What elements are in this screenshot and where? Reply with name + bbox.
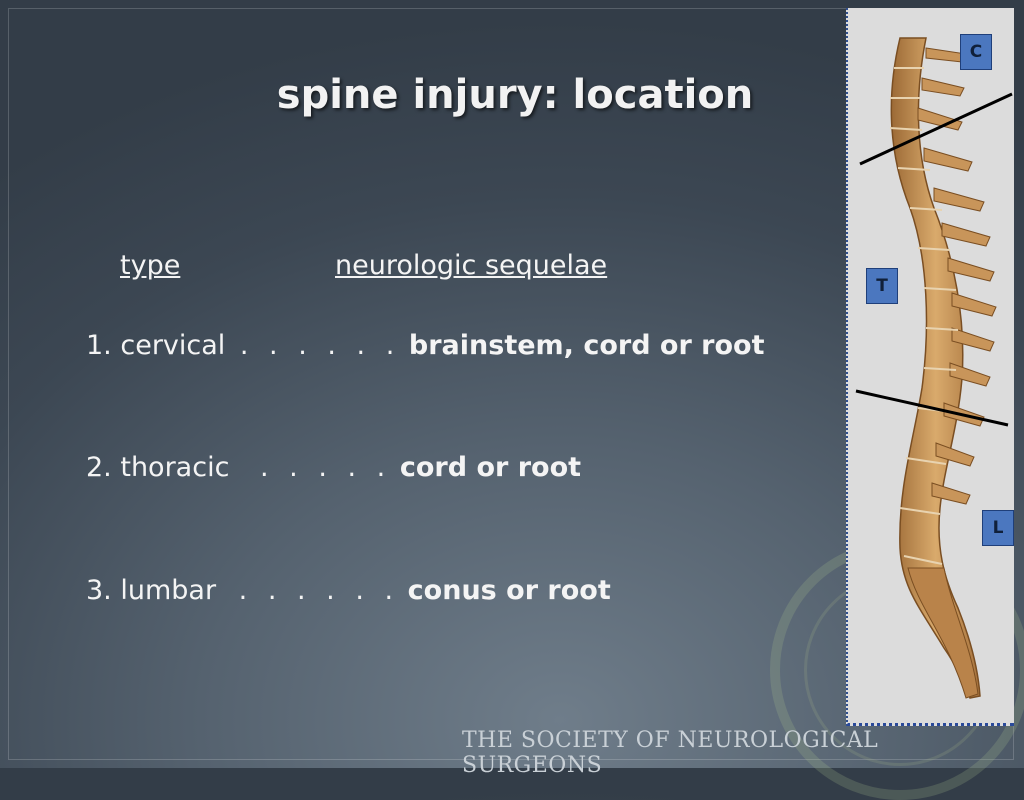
item-number: 3. [86, 575, 112, 606]
item-location: cervical [120, 330, 226, 361]
item-number: 1. [86, 330, 112, 361]
item-number: 2. [86, 452, 112, 483]
item-dots: . . . . . . [238, 575, 400, 606]
item-sequelae: brainstem, cord or root [408, 330, 765, 361]
list-item-thoracic: 2. thoracic . . . . . cord or root [86, 452, 581, 483]
region-label-thoracic: T [866, 268, 898, 304]
spine-figure-panel: C T L [846, 8, 1014, 726]
item-dots: . . . . . . [239, 330, 401, 361]
header-sequelae: neurologic sequelae [335, 250, 608, 281]
item-sequelae: cord or root [399, 452, 582, 483]
region-label-lumbar: L [982, 510, 1014, 546]
header-type: type [120, 250, 181, 281]
region-label-cervical: C [960, 34, 992, 70]
item-location: lumbar [120, 575, 217, 606]
slide-title: spine injury: location [276, 72, 754, 118]
list-item-lumbar: 3. lumbar . . . . . . conus or root [86, 575, 611, 606]
list-item-cervical: 1. cervical . . . . . . brainstem, cord … [86, 330, 765, 361]
item-sequelae: conus or root [407, 575, 611, 606]
item-location: thoracic [120, 452, 230, 483]
item-dots: . . . . . [260, 452, 392, 483]
society-footer: THE SOCIETY OF NEUROLOGICAL SURGEONS [462, 728, 879, 778]
spine-illustration-icon [855, 37, 1013, 699]
